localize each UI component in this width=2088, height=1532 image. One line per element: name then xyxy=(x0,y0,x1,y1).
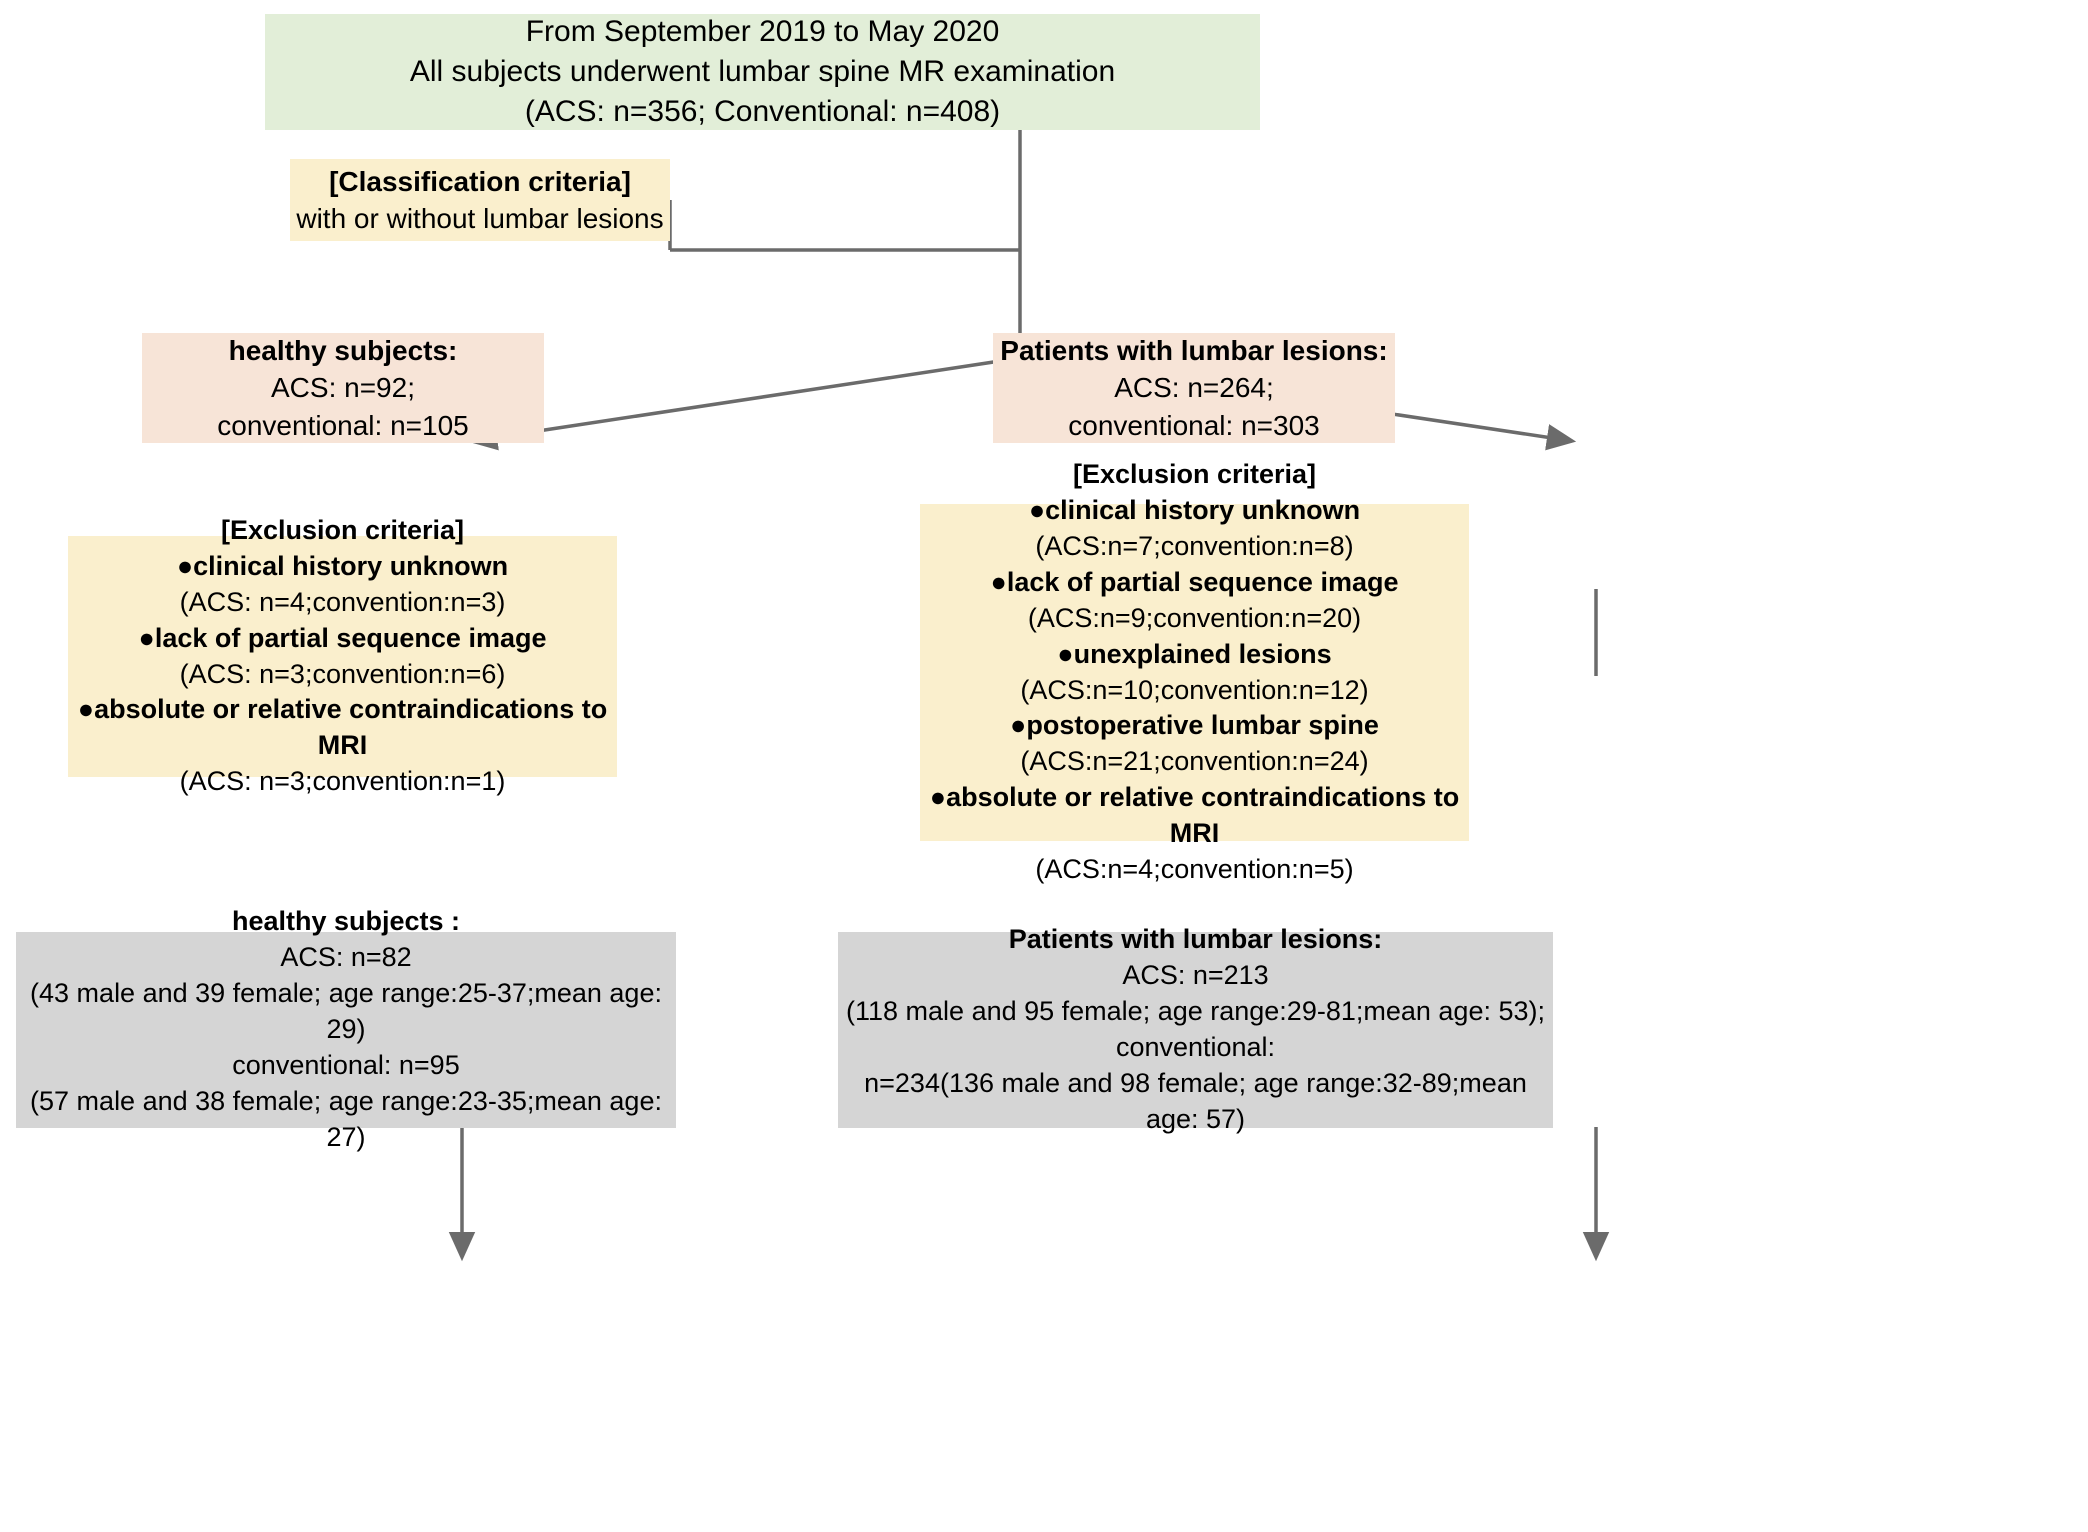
node-exclusion-criteria-healthy: [Exclusion criteria] ●clinical history u… xyxy=(68,515,617,796)
result-right-line-2: (118 male and 95 female; age range:29-81… xyxy=(846,996,1545,1027)
exclusion-left-item-0-label: ●clinical history unknown xyxy=(176,550,509,581)
result-right-heading: Patients with lumbar lesions: xyxy=(1008,924,1383,955)
healthy-group-line-1: ACS: n=92; xyxy=(271,372,415,404)
exclusion-left-item-0-counts: (ACS: n=4;convention:n=3) xyxy=(179,586,506,617)
result-right-line-4: n=234(136 male and 98 female; age range:… xyxy=(864,1067,1527,1134)
exclusion-left-item-2-label: ●absolute or relative contraindications … xyxy=(77,694,608,761)
result-left-line-1: ACS: n=82 xyxy=(280,942,412,973)
node-enrollment: From September 2019 to May 2020 All subj… xyxy=(265,14,1260,130)
patients-group-line-2: conventional: n=303 xyxy=(1068,409,1320,441)
exclusion-right-item-4-counts: (ACS:n=4;convention:n=5) xyxy=(1035,854,1354,885)
result-left-line-2: (43 male and 39 female; age range:25-37;… xyxy=(30,978,662,1045)
result-right-line-1: ACS: n=213 xyxy=(1122,960,1269,991)
node-classification-criteria: [Classification criteria] with or withou… xyxy=(290,159,670,241)
healthy-group-line-2: conventional: n=105 xyxy=(217,409,469,441)
result-right-line-3: conventional: xyxy=(1115,1032,1276,1062)
node-patients-group: Patients with lumbar lesions: ACS: n=264… xyxy=(993,333,1395,443)
exclusion-right-item-3-label: ●postoperative lumbar spine xyxy=(1010,710,1379,741)
exclusion-right-item-3-counts: (ACS:n=21;convention:n=24) xyxy=(1020,746,1369,777)
exclusion-right-heading: [Exclusion criteria] xyxy=(1072,459,1317,490)
exclusion-right-item-1-counts: (ACS:n=9;convention:n=20) xyxy=(1027,602,1362,633)
classification-line-1: with or without lumbar lesions xyxy=(296,203,664,234)
exclusion-right-item-0-counts: (ACS:n=7;convention:n=8) xyxy=(1035,530,1354,561)
exclusion-right-item-4-label: ●absolute or relative contraindications … xyxy=(929,782,1460,849)
classification-heading: [Classification criteria] xyxy=(329,165,631,197)
enrollment-line-3: (ACS: n=356; Conventional: n=408) xyxy=(524,94,1001,128)
patients-group-heading: Patients with lumbar lesions: xyxy=(1000,335,1388,367)
node-result-patients: Patients with lumbar lesions: ACS: n=213… xyxy=(838,924,1553,1134)
node-result-healthy-subjects: healthy subjects : ACS: n=82 (43 male an… xyxy=(16,906,676,1152)
healthy-group-heading: healthy subjects: xyxy=(228,335,458,367)
patients-group-line-1: ACS: n=264; xyxy=(1114,372,1274,404)
result-left-line-3: conventional: n=95 xyxy=(232,1049,460,1080)
exclusion-right-item-2-counts: (ACS:n=10;convention:n=12) xyxy=(1020,674,1369,705)
node-exclusion-criteria-patients: [Exclusion criteria] ●clinical history u… xyxy=(920,459,1469,884)
exclusion-left-item-1-label: ●lack of partial sequence image xyxy=(138,622,547,653)
exclusion-left-item-1-counts: (ACS: n=3;convention:n=6) xyxy=(179,658,506,689)
node-healthy-subjects-group: healthy subjects: ACS: n=92; conventiona… xyxy=(142,333,544,443)
enrollment-line-1: From September 2019 to May 2020 xyxy=(525,15,1000,49)
result-left-heading: healthy subjects : xyxy=(231,906,461,937)
exclusion-right-item-0-label: ●clinical history unknown xyxy=(1028,494,1361,525)
exclusion-left-heading: [Exclusion criteria] xyxy=(220,514,465,545)
enrollment-line-2: All subjects underwent lumbar spine MR e… xyxy=(409,55,1116,89)
exclusion-right-item-2-label: ●unexplained lesions xyxy=(1057,638,1332,669)
result-left-line-4: (57 male and 38 female; age range:23-35;… xyxy=(30,1085,662,1152)
exclusion-left-item-2-counts: (ACS: n=3;convention:n=1) xyxy=(179,766,506,797)
exclusion-right-item-1-label: ●lack of partial sequence image xyxy=(990,566,1399,597)
